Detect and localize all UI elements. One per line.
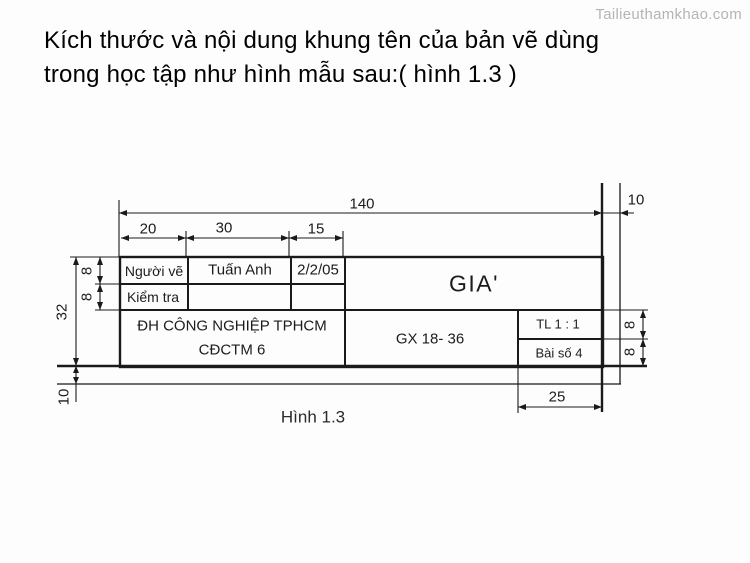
dimension-arrowheads <box>73 210 646 410</box>
cell-scale: TL 1 : 1 <box>536 316 580 332</box>
title-block-grid <box>118 255 605 369</box>
cell-school-line2: CĐCTM 6 <box>198 341 266 359</box>
cell-material: GX 18- 36 <box>395 330 465 348</box>
dim-total-width: 140 <box>349 195 375 213</box>
dim-row2-height: 8 <box>78 292 96 302</box>
page-title: Kích thước và nội dung khung tên của bản… <box>44 24 684 92</box>
dim-right-row1-height: 8 <box>621 320 639 330</box>
dim-row1-height: 8 <box>78 266 96 276</box>
dim-scale-col-width: 25 <box>548 388 566 406</box>
watermark-text: Tailieuthamkhao.com <box>595 6 742 23</box>
dim-right-row2-height: 8 <box>621 347 639 357</box>
page-title-line2: trong học tập như hình mẫu sau:( hình 1.… <box>44 61 517 88</box>
dimension-lines <box>70 200 648 413</box>
figure-caption: Hình 1.3 <box>280 407 346 427</box>
dim-right-margin: 10 <box>627 191 645 209</box>
dim-col2: 30 <box>215 219 233 237</box>
cell-drafter-name: Tuấn Anh <box>208 261 272 279</box>
cell-date: 2/2/05 <box>297 261 339 279</box>
page-title-line1: Kích thước và nội dung khung tên của bản… <box>44 27 600 54</box>
cell-drafter-label: Người vẽ <box>124 263 184 279</box>
dim-col3: 15 <box>307 220 325 238</box>
cell-assignment: Bài số 4 <box>535 345 583 361</box>
cell-school-line1: ĐH CÔNG NGHIỆP TPHCM <box>137 317 327 335</box>
dim-col1: 20 <box>139 220 157 238</box>
dim-total-height: 32 <box>53 303 71 321</box>
cell-checker-label: Kiểm tra <box>126 289 180 305</box>
cell-part-name: GIA' <box>448 270 500 297</box>
dim-bottom-margin: 10 <box>55 388 73 406</box>
